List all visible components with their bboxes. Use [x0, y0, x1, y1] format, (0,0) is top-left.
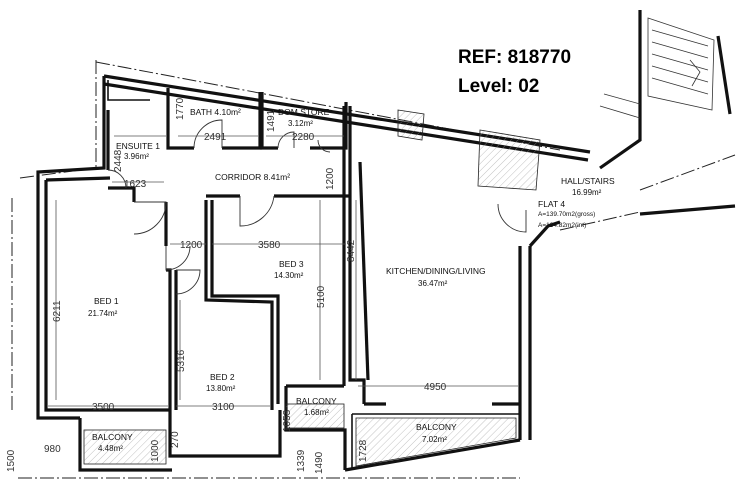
dim-5100: 5100: [316, 285, 327, 308]
bed3-label: BED 3: [279, 259, 304, 269]
dim-2280: 2280: [292, 132, 315, 143]
kitchen-label: KITCHEN/DINING/LIVING: [386, 266, 486, 276]
site-boundary-lines: [11, 60, 736, 479]
dim-1490: 1490: [314, 451, 325, 474]
flat-gross-area: A=139.70m2(gross): [538, 211, 595, 218]
ensuite-area: 3.96m²: [124, 152, 149, 161]
dim-6211: 6211: [52, 300, 63, 322]
dim-1770: 1770: [175, 97, 186, 120]
dim-2491: 2491: [204, 132, 227, 143]
ensuite-label: ENSUITE 1: [116, 141, 160, 151]
dim-1200-h: 1200: [180, 240, 203, 251]
bed1-area: 21.74m²: [88, 309, 118, 318]
kitchen-area: 36.47m²: [418, 279, 448, 288]
level-number: Level: 02: [458, 76, 539, 97]
corridor-label: CORRIDOR 8.41m²: [215, 172, 290, 182]
bed2-area: 13.80m²: [206, 384, 236, 393]
flat-int-area: A=124.82m2(int): [538, 222, 586, 229]
dim-980: 980: [44, 444, 61, 455]
bath-label: BATH 4.10m²: [190, 107, 241, 117]
dim-4950: 4950: [424, 382, 447, 393]
dim-8442: 8442: [346, 239, 357, 262]
bed3-area: 14.30m²: [274, 271, 304, 280]
balcony-a-label: BALCONY: [92, 432, 133, 442]
dim-1623: 1623: [124, 179, 147, 190]
hall-area: 16.99m²: [572, 188, 602, 197]
dim-3500: 3500: [92, 402, 115, 413]
dim-1728: 1728: [358, 439, 369, 462]
hatched-areas: [83, 109, 541, 467]
balcony-b-area: 1.68m²: [304, 408, 329, 417]
dim-1339: 1339: [296, 449, 307, 472]
dim-3580: 3580: [258, 240, 281, 251]
ref-number: REF: 818770: [458, 47, 571, 68]
stairs: [599, 10, 732, 170]
dim-1053: 1053: [282, 409, 293, 432]
flat-label: FLAT 4: [538, 199, 565, 209]
balcony-c-label: BALCONY: [416, 422, 457, 432]
bed1-label: BED 1: [94, 296, 119, 306]
balcony-c-area: 7.02m²: [422, 435, 447, 444]
dim-1500: 1500: [6, 449, 17, 472]
dim-1491: 1491: [266, 109, 277, 132]
dom-store-label: DOM.STORE: [278, 107, 330, 117]
dimension-lines: [48, 135, 518, 407]
doors: [107, 119, 527, 295]
dim-1200-v: 1200: [325, 167, 336, 190]
dim-5316: 5316: [176, 349, 187, 372]
bed2-label: BED 2: [210, 372, 235, 382]
dim-270: 270: [170, 431, 181, 448]
hall-label: HALL/STAIRS: [561, 176, 615, 186]
dim-3100: 3100: [212, 402, 235, 413]
dom-store-area: 3.12m²: [288, 119, 313, 128]
balcony-b-label: BALCONY: [296, 396, 337, 406]
dim-2448: 2448: [113, 149, 124, 172]
interior-walls: [106, 80, 520, 470]
balcony-a-area: 4.48m²: [98, 444, 123, 453]
dim-1000: 1000: [150, 439, 161, 462]
